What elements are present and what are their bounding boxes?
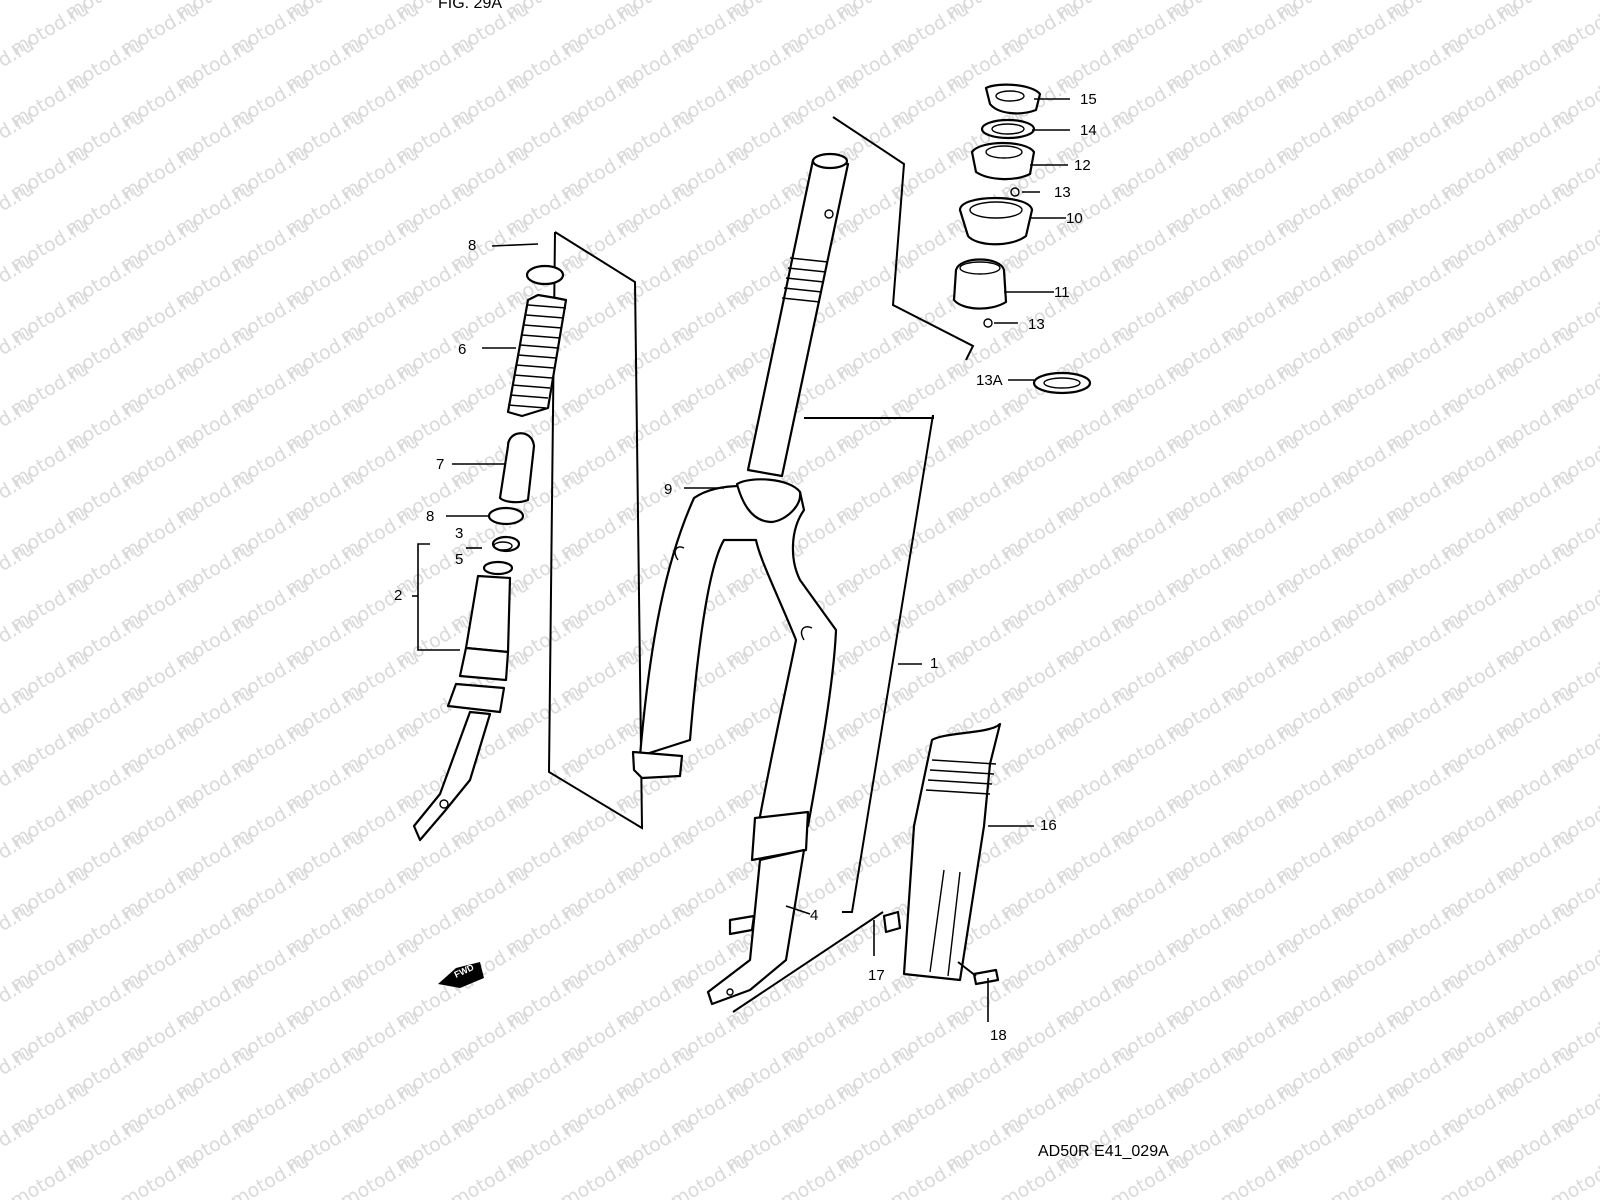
callout-13-upper: 13 — [1054, 184, 1071, 201]
callouts: 1 4 2 3 5 8 6 7 8 9 15 14 12 13 10 11 13… — [394, 91, 1097, 1044]
shock-spring — [506, 293, 568, 418]
watermark-text: motod.ru — [0, 0, 38, 24]
callout-18: 18 — [990, 1027, 1007, 1044]
watermark-text: motod.ru — [0, 34, 38, 97]
callout-8-top: 8 — [468, 237, 476, 254]
watermark-text: motod.ru — [1437, 1150, 1523, 1200]
shock-absorber-body — [412, 560, 514, 842]
ball-bearing-cage-13A — [1032, 371, 1092, 395]
steering-stem-nut-15 — [984, 83, 1042, 115]
shock-circlip — [491, 535, 521, 553]
callout-10: 10 — [1066, 210, 1083, 227]
fork-lower-tube — [631, 750, 684, 780]
watermark-text: motod.ru — [0, 970, 38, 1033]
watermark-text: motod.ru — [1547, 1150, 1600, 1200]
watermark-text: motod.ru — [887, 1150, 973, 1200]
lower-race-11 — [952, 258, 1008, 310]
watermark-text: motod.ru — [1327, 1150, 1413, 1200]
fork-cover-16 — [902, 722, 1002, 982]
watermark-text: motod.ru — [117, 1150, 203, 1200]
callout-15: 15 — [1080, 91, 1097, 108]
steering-group-outline — [832, 116, 975, 361]
shock-group-outline — [547, 231, 644, 830]
steel-ball-13-lower — [983, 318, 993, 328]
callout-16: 16 — [1040, 817, 1057, 834]
watermark-text: motod.ru — [0, 754, 38, 817]
lock-washer-14 — [980, 118, 1036, 140]
shock-stopper — [498, 432, 536, 504]
watermark-text: motod.ru — [0, 610, 38, 673]
watermark-text: motod.ru — [337, 1150, 423, 1200]
watermark-text: motod.ru — [557, 1150, 643, 1200]
fork-slider-leg — [706, 810, 810, 1006]
callout-17: 17 — [868, 967, 885, 984]
header-fragment: FIG. 29A — [438, 0, 502, 12]
watermark-text: motod.ru — [0, 538, 38, 601]
callout-4: 4 — [810, 907, 818, 924]
callout-7: 7 — [436, 456, 444, 473]
watermark-text: motod.ru — [0, 178, 38, 241]
watermark-text: motod.ru — [227, 1150, 313, 1200]
callout-12: 12 — [1074, 157, 1091, 174]
front-fork-body — [638, 478, 838, 840]
watermark-text: motod.ru — [0, 826, 38, 889]
bolt-18 — [957, 961, 1000, 986]
bushing-17 — [882, 910, 902, 934]
shock-cap — [525, 264, 565, 286]
callout-5: 5 — [455, 551, 463, 568]
watermark-text: motod.ru — [0, 250, 38, 313]
watermark-text: motod.ru — [0, 394, 38, 457]
drawing-code: AD50R E41_029A — [1038, 1143, 1169, 1160]
watermark-text: motod.ru — [0, 1042, 38, 1105]
watermark-text: motod.ru — [0, 466, 38, 529]
callout-13-lower: 13 — [1028, 316, 1045, 333]
callout-13A: 13A — [976, 372, 1003, 389]
steering-stem — [746, 152, 850, 478]
callout-1: 1 — [930, 655, 938, 672]
axle-leader-line — [732, 911, 884, 1013]
watermark-text: motod.ru — [7, 1150, 93, 1200]
callout-14: 14 — [1080, 122, 1097, 139]
shock-washer — [487, 506, 525, 526]
watermark-text: motod.ru — [447, 1150, 533, 1200]
callout-3: 3 — [455, 525, 463, 542]
upper-race-10 — [958, 196, 1034, 246]
watermark-text: motod.ru — [0, 106, 38, 169]
callout-9: 9 — [664, 481, 672, 498]
watermark-text: motod.ru — [0, 322, 38, 385]
watermark-text: motod.ru — [777, 1150, 863, 1200]
watermark-text: motod.ru — [0, 682, 38, 745]
watermark-text: motod.ru — [0, 898, 38, 961]
watermark-text: motod.ru — [0, 1114, 38, 1177]
watermark-text: motod.ru — [1217, 1150, 1303, 1200]
watermark-text: motod.ru — [667, 1150, 753, 1200]
callout-6: 6 — [458, 341, 466, 358]
fork-group-outline — [804, 414, 934, 913]
steel-ball-13-upper — [1010, 187, 1020, 197]
head-race-nut-12 — [970, 142, 1036, 181]
callout-2: 2 — [394, 587, 402, 604]
callout-11: 11 — [1054, 284, 1070, 301]
callout-8-lower: 8 — [426, 508, 434, 525]
